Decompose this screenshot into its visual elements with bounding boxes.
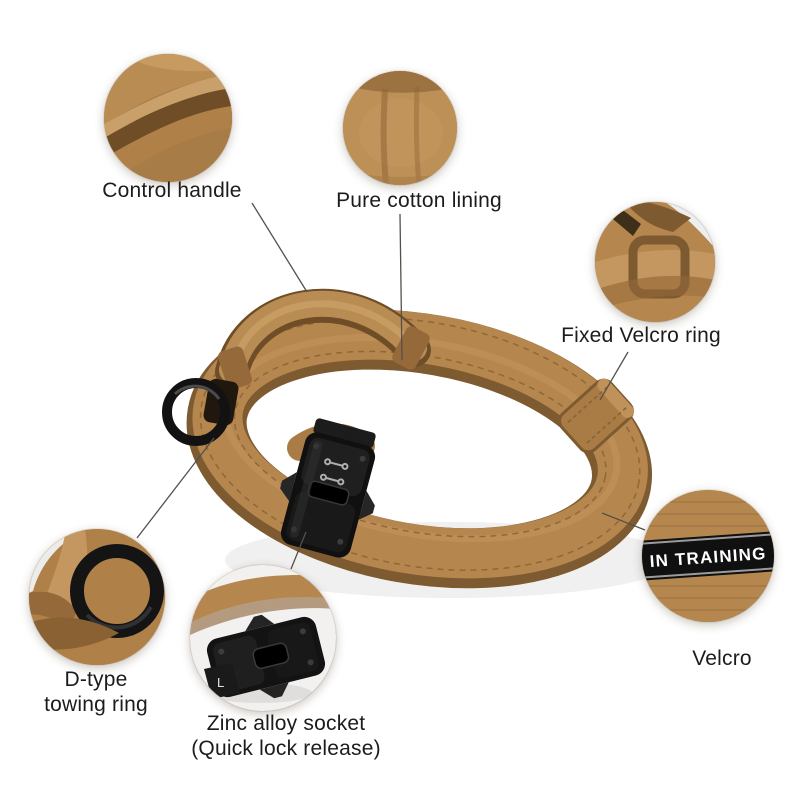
zoom-zinc-alloy-buckle-image: L [190, 565, 336, 711]
zoom-zinc-alloy-buckle: L [190, 565, 336, 711]
label-control-handle: Control handle [62, 179, 282, 204]
connector-d-ring [136, 437, 215, 539]
label-fixed-velcro-ring: Fixed Velcro ring [521, 324, 761, 349]
zoom-d-type-ring [29, 529, 165, 665]
connector-cotton-lining [399, 213, 403, 361]
label-line-2: towing ring [44, 692, 148, 716]
label-d-type-towing-ring: D-type towing ring [10, 668, 182, 718]
zoom-fixed-velcro-ring [595, 202, 715, 322]
zoom-cotton-lining-image [343, 71, 457, 185]
label-text: Fixed Velcro ring [561, 324, 721, 347]
label-text: Pure cotton lining [336, 189, 502, 212]
label-text: Velcro [692, 647, 752, 670]
label-line-1: Zinc alloy socket [206, 712, 366, 735]
stitching-outer [199, 317, 641, 571]
buckle-logo-icon [319, 458, 349, 486]
label-velcro: Velcro [652, 647, 792, 672]
zoom-control-handle-image [104, 54, 232, 182]
connector-velcro-ring [599, 351, 629, 401]
label-pure-cotton-lining: Pure cotton lining [299, 189, 539, 214]
connector-buckle [290, 531, 307, 570]
label-line-2: (Quick lock release) [191, 736, 381, 760]
zinc-alloy-buckle [280, 418, 376, 558]
stitching-inner [233, 350, 607, 538]
d-type-ring [162, 378, 239, 446]
zoom-velcro-patch: IN TRAINING [642, 490, 774, 622]
zoom-d-type-ring-image [29, 529, 165, 665]
zoom-control-handle [104, 54, 232, 182]
zoom-cotton-lining [343, 71, 457, 185]
label-zinc-alloy-socket: Zinc alloy socket (Quick lock release) [136, 712, 436, 762]
connector-velcro [601, 512, 646, 531]
buckle-size-mark: L [217, 675, 224, 690]
label-text: Control handle [102, 179, 242, 202]
zoom-fixed-velcro-ring-image [595, 202, 715, 322]
connector-control-handle [251, 202, 308, 293]
label-line-1: D-type [64, 668, 128, 691]
zoom-velcro-patch-image: IN TRAINING [642, 490, 774, 622]
in-training-patch: IN TRAINING [642, 530, 774, 582]
